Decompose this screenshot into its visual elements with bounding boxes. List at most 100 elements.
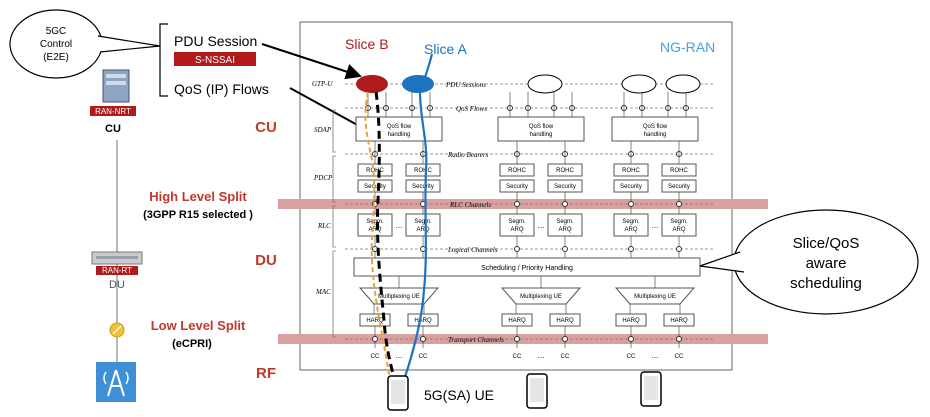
slice-b-alt-path [364, 91, 391, 381]
scheduling-callout: Slice/QoS aware scheduling [699, 209, 919, 315]
qos-flow-handling-box [497, 116, 585, 142]
cu-node-label: CU [105, 123, 121, 135]
pdu-bracket [159, 23, 168, 97]
cc-ellipsis-text: ... [538, 351, 545, 360]
qos-flow-handling-box [355, 116, 443, 142]
qos-handling-text-2: handling [530, 132, 553, 138]
ran-nrt-badge [90, 106, 136, 116]
sched-line1: Slice/QoS [793, 235, 860, 252]
cc-text: CC [627, 354, 636, 360]
sdap-label: SDAP [314, 126, 332, 134]
layer-rf-label: RF [256, 365, 276, 382]
security-text: Security [364, 184, 386, 190]
arq-text: ARQ [416, 227, 429, 233]
s-nssai-label: S-NSSAI [195, 55, 235, 66]
multiplexing-text: Multiplexing UE [378, 294, 420, 300]
ellipsis-text: ... [538, 221, 545, 230]
ue-phone-3-icon [640, 371, 662, 407]
radio-bearers-label: Radio Bearers [447, 151, 489, 159]
rohc-box [405, 163, 441, 177]
segm-text: Segm. [622, 219, 640, 225]
ran-nrt-text: RAN-NRT [95, 107, 131, 116]
qos-handling-text-2: handling [644, 132, 667, 138]
cc-text: CC [561, 354, 570, 360]
logical-channels-label: Logical Channels [447, 246, 498, 254]
side-braces [332, 109, 336, 338]
5gc-callout: 5GC Control (E2E) [9, 9, 161, 79]
arq-text: ARQ [624, 227, 637, 233]
rohc-text: ROHC [670, 168, 688, 174]
arq-text: ARQ [672, 227, 685, 233]
transport-node [420, 336, 426, 342]
rohc-box [499, 163, 535, 177]
ellipsis-text: ... [652, 221, 659, 230]
transport-node [562, 336, 568, 342]
harq-text: HARQ [622, 318, 640, 324]
s-nssai-box [174, 52, 256, 66]
link-icon [109, 322, 125, 338]
transport-node [676, 336, 682, 342]
qos-handling-text-1: QoS flow [643, 124, 668, 130]
segm-text: Segm. [414, 219, 432, 225]
logical-node [628, 246, 634, 252]
sched-line2: aware [806, 255, 847, 272]
ue-phone-1-icon [387, 375, 409, 411]
layer-du-label: DU [255, 252, 277, 269]
arq-text: ARQ [558, 227, 571, 233]
qos-handling-text-1: QoS flow [387, 124, 412, 130]
rlc-node [562, 201, 568, 207]
low-split-sub: (eCPRI) [172, 338, 212, 350]
mac-label: MAC [315, 288, 331, 296]
pdu-session-ellipse-2 [527, 74, 563, 94]
transport-node [628, 336, 634, 342]
rohc-box [357, 163, 393, 177]
pdu-session-ellipse-3 [621, 74, 657, 94]
rohc-text: ROHC [622, 168, 640, 174]
sched-line3: scheduling [790, 275, 862, 292]
slice-b-label: Slice B [345, 36, 389, 52]
rlc-node [676, 201, 682, 207]
5gc-line1: 5GC [46, 26, 67, 37]
logical-node [676, 246, 682, 252]
ue-label: 5G(SA) UE [424, 387, 494, 403]
harq-text: HARQ [508, 318, 526, 324]
qos-handling-text-1: QoS flow [529, 124, 554, 130]
slice-a-session [402, 75, 434, 93]
ng-ran-label: NG-RAN [660, 39, 715, 55]
security-text: Security [554, 184, 576, 190]
pdu-session-ellipse-4 [665, 74, 701, 94]
segm-text: Segm. [508, 219, 526, 225]
slice-b-path [374, 91, 398, 386]
qos-flow-handling-box [611, 116, 699, 142]
rohc-text: ROHC [414, 168, 432, 174]
security-text: Security [412, 184, 434, 190]
harq-text: HARQ [414, 318, 432, 324]
logical-node [514, 246, 520, 252]
ran-rt-text: RAN-RT [102, 266, 132, 275]
cc-ellipsis-text: ... [652, 351, 659, 360]
multiplexing-text: Multiplexing UE [634, 294, 676, 300]
transport-node [514, 336, 520, 342]
du-node-label: DU [109, 279, 125, 291]
rohc-text: ROHC [508, 168, 526, 174]
rohc-text: ROHC [366, 168, 384, 174]
security-text: Security [668, 184, 690, 190]
multiplexing-text: Multiplexing UE [520, 294, 562, 300]
cc-text: CC [371, 354, 380, 360]
ran-rt-device-icon [91, 251, 143, 265]
qos-handling-text-2: handling [388, 132, 411, 138]
ellipsis-text: ... [396, 221, 403, 230]
segm-text: Segm. [366, 219, 384, 225]
security-text: Security [506, 184, 528, 190]
ran-nrt-server-icon [102, 69, 130, 103]
qos-flows-stack-label: QoS Flows [456, 105, 487, 113]
harq-text: HARQ [670, 318, 688, 324]
low-split-label: Low Level Split [151, 318, 246, 333]
slice-a-path [402, 53, 434, 381]
segm-text: Segm. [670, 219, 688, 225]
gtpu-label: GTP-U [312, 80, 334, 88]
cc-text: CC [419, 354, 428, 360]
high-split-label: High Level Split [149, 189, 247, 204]
